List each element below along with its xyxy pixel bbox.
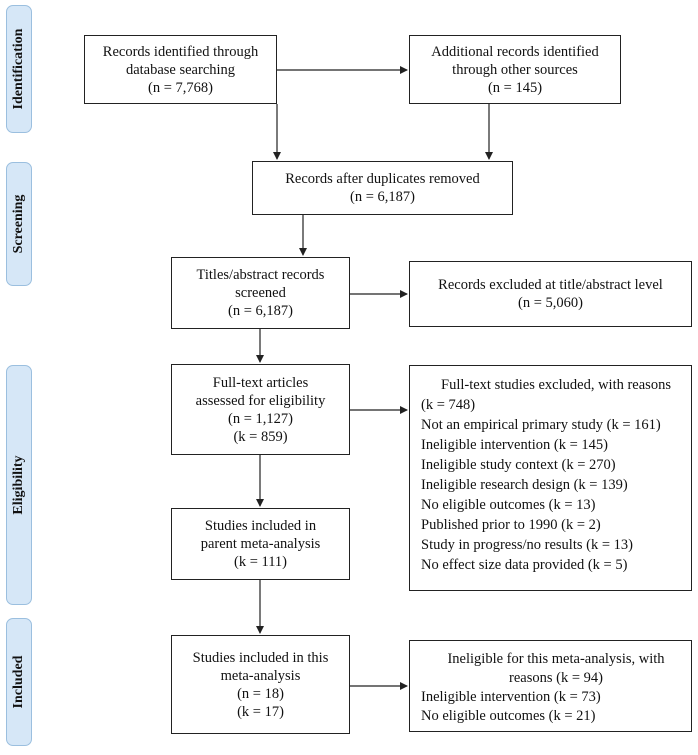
excluded-title-line-1: Records excluded at title/abstract level — [438, 277, 663, 293]
fulltext-line-2: assessed for eligibility — [195, 392, 326, 409]
database-line-2: database searching — [125, 61, 236, 78]
database-line-1: Records identified through — [102, 43, 259, 60]
additional-line-2: through other sources — [452, 61, 578, 78]
exclusion-reason: Not an empirical primary study (k = 161) — [421, 417, 661, 433]
ineligible-heading-2: reasons (k = 94) — [509, 670, 603, 686]
stage-eligibility: Eligibility — [6, 365, 32, 605]
box-database-records: Records identified through database sear… — [84, 35, 277, 104]
ineligible-heading-1: Ineligible for this meta-analysis, with — [447, 651, 665, 667]
fulltext-excluded-heading-1: Full-text studies excluded, with reasons — [441, 377, 671, 393]
fulltext-line-1: Full-text articles — [212, 374, 309, 391]
parent-line-3: (k = 111) — [233, 554, 287, 570]
box-ineligible-this-meta-analysis: Ineligible for this meta-analysis, with … — [409, 640, 692, 732]
screened-line-3: (n = 6,187) — [228, 303, 293, 319]
included-line-1: Studies included in this — [192, 649, 329, 666]
exclusion-reason: No eligible outcomes (k = 13) — [421, 497, 596, 513]
box-titles-screened: Titles/abstract records screened (n = 6,… — [171, 257, 350, 329]
excluded-title-line-2: (n = 5,060) — [518, 295, 583, 311]
duplicates-line-1: Records after duplicates removed — [285, 171, 480, 187]
box-fulltext-excluded: Full-text studies excluded, with reasons… — [409, 365, 692, 591]
box-fulltext-assessed: Full-text articles assessed for eligibil… — [171, 364, 350, 455]
additional-line-3: (n = 145) — [487, 79, 543, 96]
exclusion-reason: No effect size data provided (k = 5) — [421, 557, 628, 573]
box-included-this-meta-analysis: Studies included in this meta-analysis (… — [171, 635, 350, 734]
ineligible-reason: No eligible outcomes (k = 21) — [421, 708, 596, 724]
stage-screening: Screening — [6, 162, 32, 286]
box-excluded-title-level: Records excluded at title/abstract level… — [409, 261, 692, 327]
fulltext-excluded-heading-2: (k = 748) — [421, 397, 476, 413]
included-line-3: (n = 18) — [237, 685, 284, 702]
database-line-3: (n = 7,768) — [148, 79, 213, 96]
ineligible-reason: Ineligible intervention (k = 73) — [421, 689, 601, 705]
fulltext-line-4: (k = 859) — [233, 428, 288, 445]
additional-line-1: Additional records identified — [431, 43, 599, 60]
included-line-4: (k = 17) — [237, 703, 284, 720]
exclusion-reason: Ineligible intervention (k = 145) — [421, 437, 608, 453]
exclusion-reason: Published prior to 1990 (k = 2) — [421, 517, 601, 533]
exclusion-reason: Ineligible study context (k = 270) — [421, 457, 616, 473]
exclusion-reason: Ineligible research design (k = 139) — [421, 477, 628, 493]
screened-line-2: screened — [235, 285, 286, 301]
parent-line-1: Studies included in — [204, 518, 317, 534]
exclusion-reason: Study in progress/no results (k = 13) — [421, 537, 633, 553]
stage-included: Included — [6, 618, 32, 746]
duplicates-line-2: (n = 6,187) — [350, 189, 415, 205]
fulltext-line-3: (n = 1,127) — [228, 410, 293, 427]
stage-identification: Identification — [6, 5, 32, 133]
box-additional-records: Additional records identified through ot… — [409, 35, 621, 104]
included-line-2: meta-analysis — [220, 667, 301, 684]
box-after-duplicates: Records after duplicates removed (n = 6,… — [252, 161, 513, 215]
box-parent-meta-analysis: Studies included in parent meta-analysis… — [171, 508, 350, 580]
screened-line-1: Titles/abstract records — [196, 267, 325, 283]
parent-line-2: parent meta-analysis — [200, 536, 321, 552]
